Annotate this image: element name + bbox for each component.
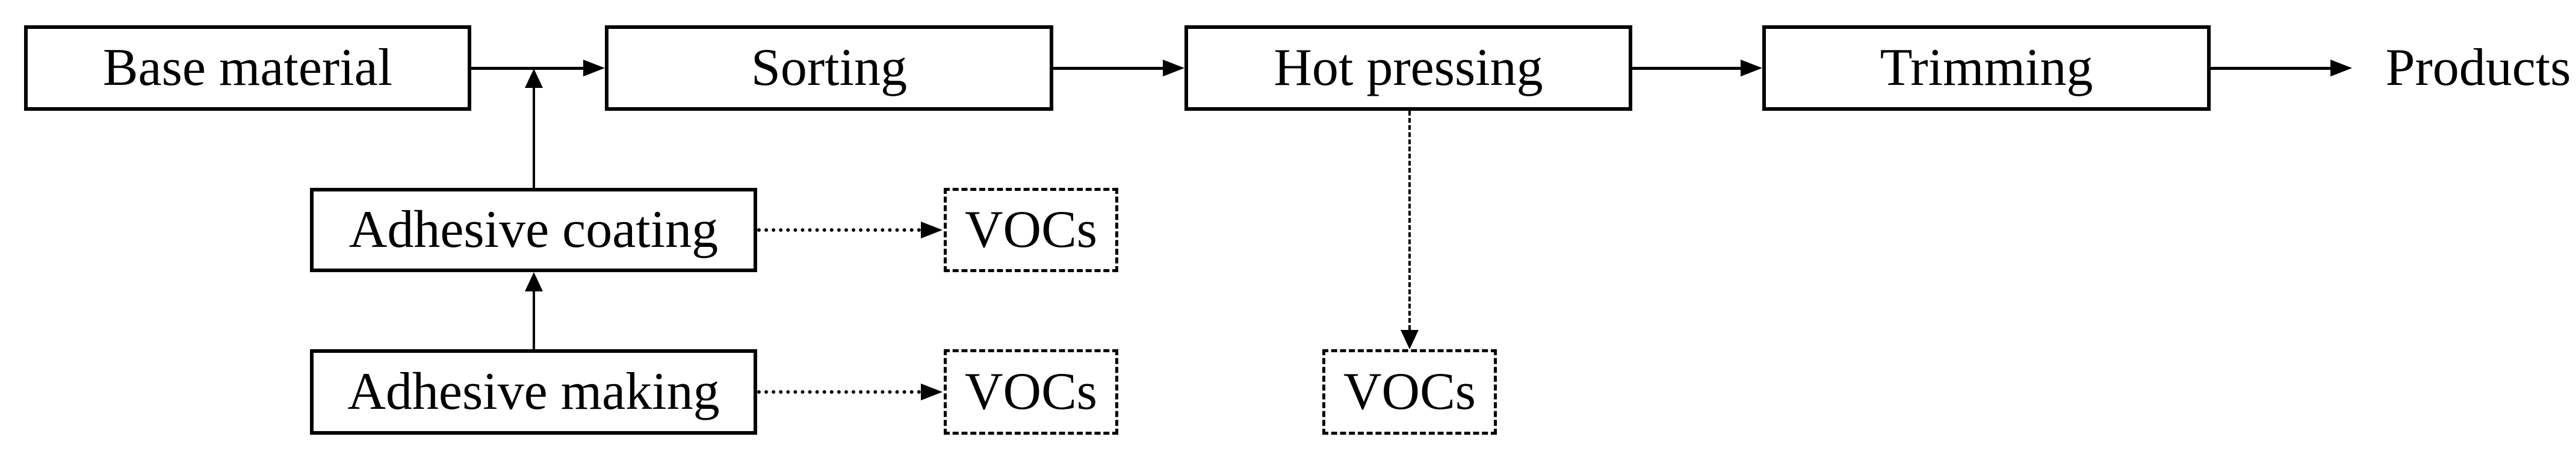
arrowhead-trimming-to-products <box>2330 60 2352 76</box>
node-products-label: Products <box>2385 39 2571 97</box>
node-vocs-hot-pressing-label: VOCs <box>1343 362 1476 421</box>
node-vocs-coating-label: VOCs <box>964 200 1098 259</box>
node-trimming: Trimming <box>1762 25 2211 111</box>
dotted-arrow-line-adhesive-making-to-vocs <box>757 390 921 394</box>
node-vocs-making-label: VOCs <box>964 362 1098 421</box>
arrowhead-adhesive-making-to-vocs <box>921 384 943 400</box>
dotted-arrow-line-adhesive-coating-to-vocs <box>757 228 921 232</box>
arrowhead-adhesive-coating-to-main-line <box>525 69 543 88</box>
node-vocs-from-adhesive-making: VOCs <box>944 349 1118 435</box>
node-sorting: Sorting <box>605 25 1053 111</box>
node-products: Products <box>2380 25 2576 111</box>
arrowhead-adhesive-making-to-adhesive-coating <box>525 272 543 291</box>
node-adhesive-coating-label: Adhesive coating <box>348 200 719 259</box>
node-vocs-from-adhesive-coating: VOCs <box>944 188 1118 272</box>
arrowhead-sorting-to-hot-pressing <box>1163 60 1184 76</box>
arrowhead-hot-pressing-to-trimming <box>1741 60 1762 76</box>
arrowhead-base-material-to-sorting <box>583 60 605 76</box>
arrowhead-hot-pressing-to-vocs <box>1401 330 1419 349</box>
arrow-line-base-material-to-sorting <box>471 67 583 70</box>
arrow-line-adhesive-making-to-adhesive-coating <box>533 291 535 349</box>
node-base-material-label: Base material <box>102 39 393 97</box>
node-hot-pressing: Hot pressing <box>1184 25 1632 111</box>
node-base-material: Base material <box>24 25 471 111</box>
node-adhesive-coating: Adhesive coating <box>310 188 757 272</box>
node-trimming-label: Trimming <box>1880 39 2093 97</box>
dashed-arrow-line-hot-pressing-to-vocs <box>1408 111 1411 330</box>
arrowhead-adhesive-coating-to-vocs <box>921 222 943 238</box>
arrow-line-sorting-to-hot-pressing <box>1053 67 1163 70</box>
node-sorting-label: Sorting <box>751 39 908 97</box>
node-adhesive-making-label: Adhesive making <box>347 362 720 421</box>
node-adhesive-making: Adhesive making <box>310 349 757 435</box>
arrow-line-adhesive-coating-to-main-line <box>533 88 535 188</box>
arrow-line-hot-pressing-to-trimming <box>1632 67 1741 70</box>
node-hot-pressing-label: Hot pressing <box>1274 39 1543 97</box>
node-vocs-from-hot-pressing: VOCs <box>1322 349 1497 435</box>
arrow-line-trimming-to-products <box>2211 67 2330 70</box>
